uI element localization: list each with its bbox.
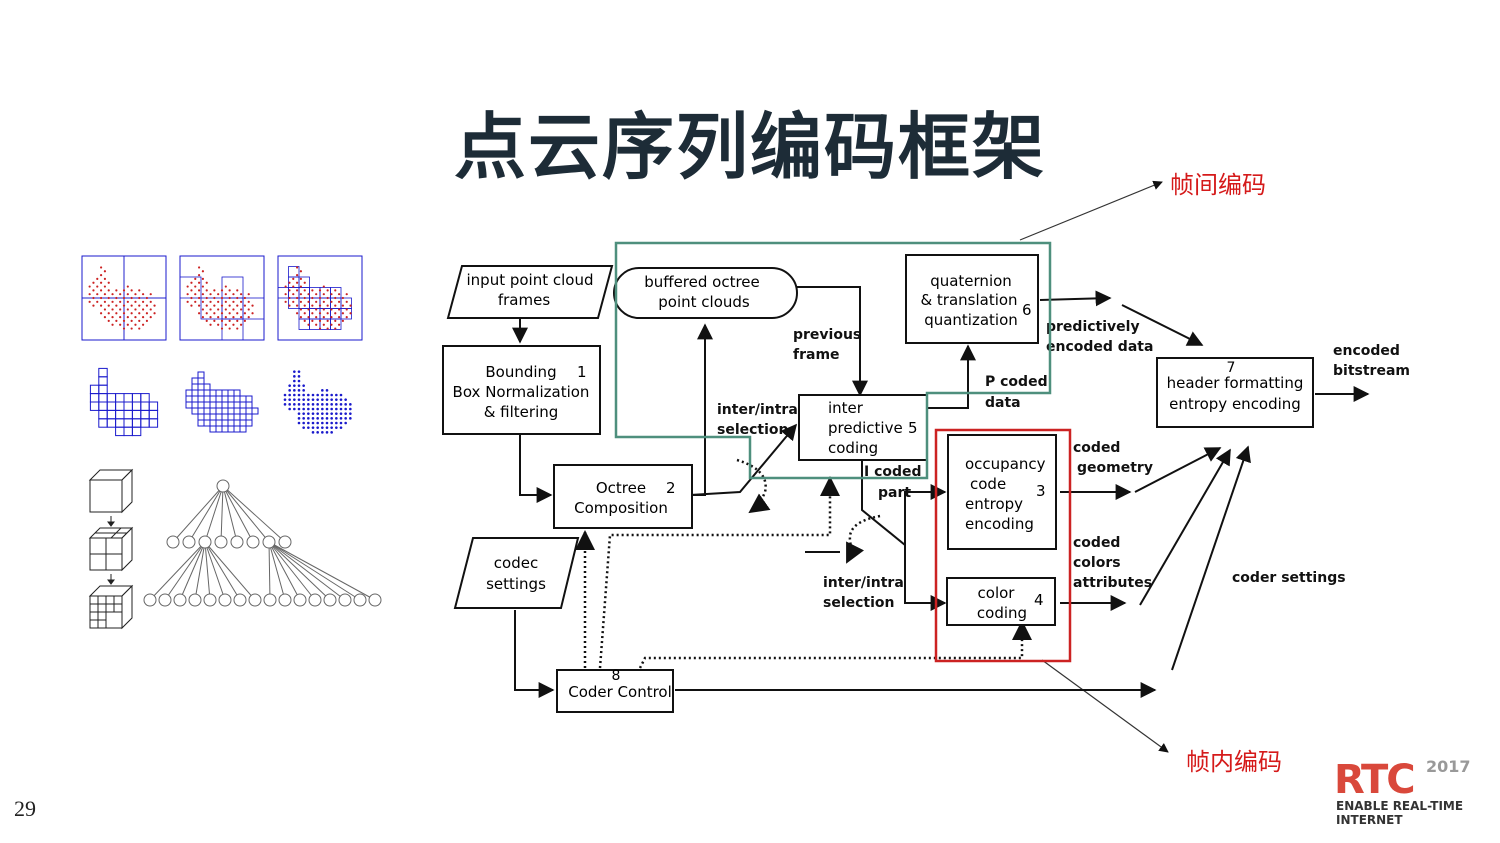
inter-intra-selection-label-bottom-2: selection xyxy=(823,595,895,611)
svg-text:point clouds: point clouds xyxy=(658,293,750,311)
intra-frame-annotation: 帧内编码 xyxy=(1186,748,1282,776)
logo-year: 2017 xyxy=(1426,757,1471,776)
slide-title: 点云序列编码框架 xyxy=(453,105,1046,189)
coded-colors-label-2: colors xyxy=(1073,555,1121,571)
occupancy-code-entropy-encoding-block: occupancy code entropy encoding 3 xyxy=(947,434,1057,550)
page-number: 29 xyxy=(14,796,36,821)
diagram-connectors xyxy=(512,286,1370,698)
octree-bunny-2 xyxy=(179,255,265,341)
svg-text:Bounding: Bounding xyxy=(485,363,556,381)
svg-text:header formatting: header formatting xyxy=(1167,374,1304,392)
buffered-octree-point-clouds-block: buffered octree point clouds xyxy=(613,267,798,319)
codec-settings-block: codec settings xyxy=(453,537,580,609)
inter-annotation-pointer xyxy=(1019,180,1163,241)
svg-text:3: 3 xyxy=(1036,482,1046,500)
bounding-box-normalization-block: Bounding Box Normalization & filtering 1 xyxy=(442,345,601,435)
logo-main-text: RTC xyxy=(1334,757,1416,803)
svg-text:4: 4 xyxy=(1034,591,1044,609)
quaternion-translation-quantization-block: quaternion & translation quantization 6 xyxy=(905,254,1039,344)
predictively-encoded-label: predictively xyxy=(1046,319,1140,335)
control-dotted-lines xyxy=(575,458,1032,669)
inter-frame-annotation: 帧间编码 xyxy=(1170,171,1266,199)
inter-frame-coding-region xyxy=(614,241,1052,480)
p-coded-data-label-2: data xyxy=(985,395,1021,411)
previous-frame-label-2: frame xyxy=(793,347,840,363)
coded-colors-label-3: attributes xyxy=(1073,575,1152,591)
svg-text:6: 6 xyxy=(1022,301,1032,319)
svg-text:encoding: encoding xyxy=(965,515,1034,533)
svg-text:predictive: predictive xyxy=(828,419,903,437)
svg-text:buffered octree: buffered octree xyxy=(644,273,760,291)
octree-tree-graph xyxy=(143,479,382,607)
i-coded-part-label: I coded xyxy=(864,464,922,480)
svg-text:Box Normalization: Box Normalization xyxy=(453,383,590,401)
coded-colors-label: coded xyxy=(1073,535,1120,551)
svg-text:settings: settings xyxy=(486,575,546,593)
inter-intra-selection-label-top-2: selection xyxy=(717,422,789,438)
octree-bunny-row-coarse xyxy=(81,255,363,341)
svg-text:inter: inter xyxy=(828,399,864,417)
octree-bunny-1 xyxy=(81,255,167,341)
octree-cube-stack xyxy=(88,468,134,630)
voxel-bunny-3 xyxy=(283,370,352,434)
coded-geometry-label: coded xyxy=(1073,440,1120,456)
predictively-encoded-label-2: encoded data xyxy=(1046,339,1153,355)
svg-text:coding: coding xyxy=(828,439,878,457)
header-formatting-entropy-encoding-block: 7 header formatting entropy encoding xyxy=(1156,357,1314,428)
svg-text:7: 7 xyxy=(1227,360,1236,376)
p-coded-data-label: P coded xyxy=(985,374,1048,390)
rtc-logo: RTC 2017 ENABLE REAL-TIME INTERNET xyxy=(1334,755,1484,835)
svg-text:1: 1 xyxy=(577,363,587,381)
coder-control-block: 8 Coder Control xyxy=(556,668,674,713)
octree-composition-block: Octree Composition 2 xyxy=(553,464,693,529)
svg-text:quantization: quantization xyxy=(924,311,1018,329)
svg-text:& filtering: & filtering xyxy=(484,403,559,421)
previous-frame-label: previous xyxy=(793,327,861,343)
svg-text:Octree: Octree xyxy=(596,479,646,497)
intra-frame-coding-region xyxy=(934,428,1072,663)
voxel-bunny-row xyxy=(89,367,352,437)
svg-text:& translation: & translation xyxy=(920,291,1017,309)
voxel-bunny-2 xyxy=(185,371,259,433)
coded-geometry-label-2: geometry xyxy=(1077,460,1153,476)
octree-bunny-3 xyxy=(277,255,363,341)
svg-text:8: 8 xyxy=(612,668,621,684)
svg-text:2: 2 xyxy=(666,479,676,497)
svg-text:coding: coding xyxy=(977,604,1027,622)
octree-illustration xyxy=(81,255,382,630)
svg-text:code: code xyxy=(970,475,1006,493)
coder-settings-label: coder settings xyxy=(1232,570,1346,586)
color-coding-block: color coding 4 xyxy=(946,577,1056,626)
encoded-bitstream-label: encoded xyxy=(1333,343,1400,359)
inter-predictive-coding-block: inter predictive coding 5 xyxy=(798,394,928,461)
logo-tagline: ENABLE REAL-TIME INTERNET xyxy=(1336,799,1464,827)
inter-intra-selection-label-bottom: inter/intra xyxy=(823,575,904,591)
svg-text:color: color xyxy=(978,584,1016,602)
i-coded-part-label-2: part xyxy=(878,485,911,501)
svg-text:frames: frames xyxy=(498,291,550,309)
inter-intra-selection-label-top: inter/intra xyxy=(717,402,798,418)
diagram-labels: previous frame inter/intra selection P c… xyxy=(717,319,1410,611)
svg-text:input point cloud: input point cloud xyxy=(467,271,594,289)
input-point-cloud-frames-block: input point cloud frames xyxy=(446,265,614,319)
svg-text:entropy: entropy xyxy=(965,495,1023,513)
intra-annotation-pointer xyxy=(1041,659,1169,753)
svg-text:occupancy: occupancy xyxy=(965,455,1046,473)
svg-text:Coder Control: Coder Control xyxy=(568,683,672,701)
svg-text:Composition: Composition xyxy=(574,499,668,517)
encoded-bitstream-label-2: bitstream xyxy=(1333,363,1410,379)
svg-text:entropy encoding: entropy encoding xyxy=(1169,395,1301,413)
svg-text:5: 5 xyxy=(908,419,918,437)
svg-text:codec: codec xyxy=(494,554,538,572)
svg-text:quaternion: quaternion xyxy=(930,272,1012,290)
voxel-bunny-1 xyxy=(89,367,159,437)
